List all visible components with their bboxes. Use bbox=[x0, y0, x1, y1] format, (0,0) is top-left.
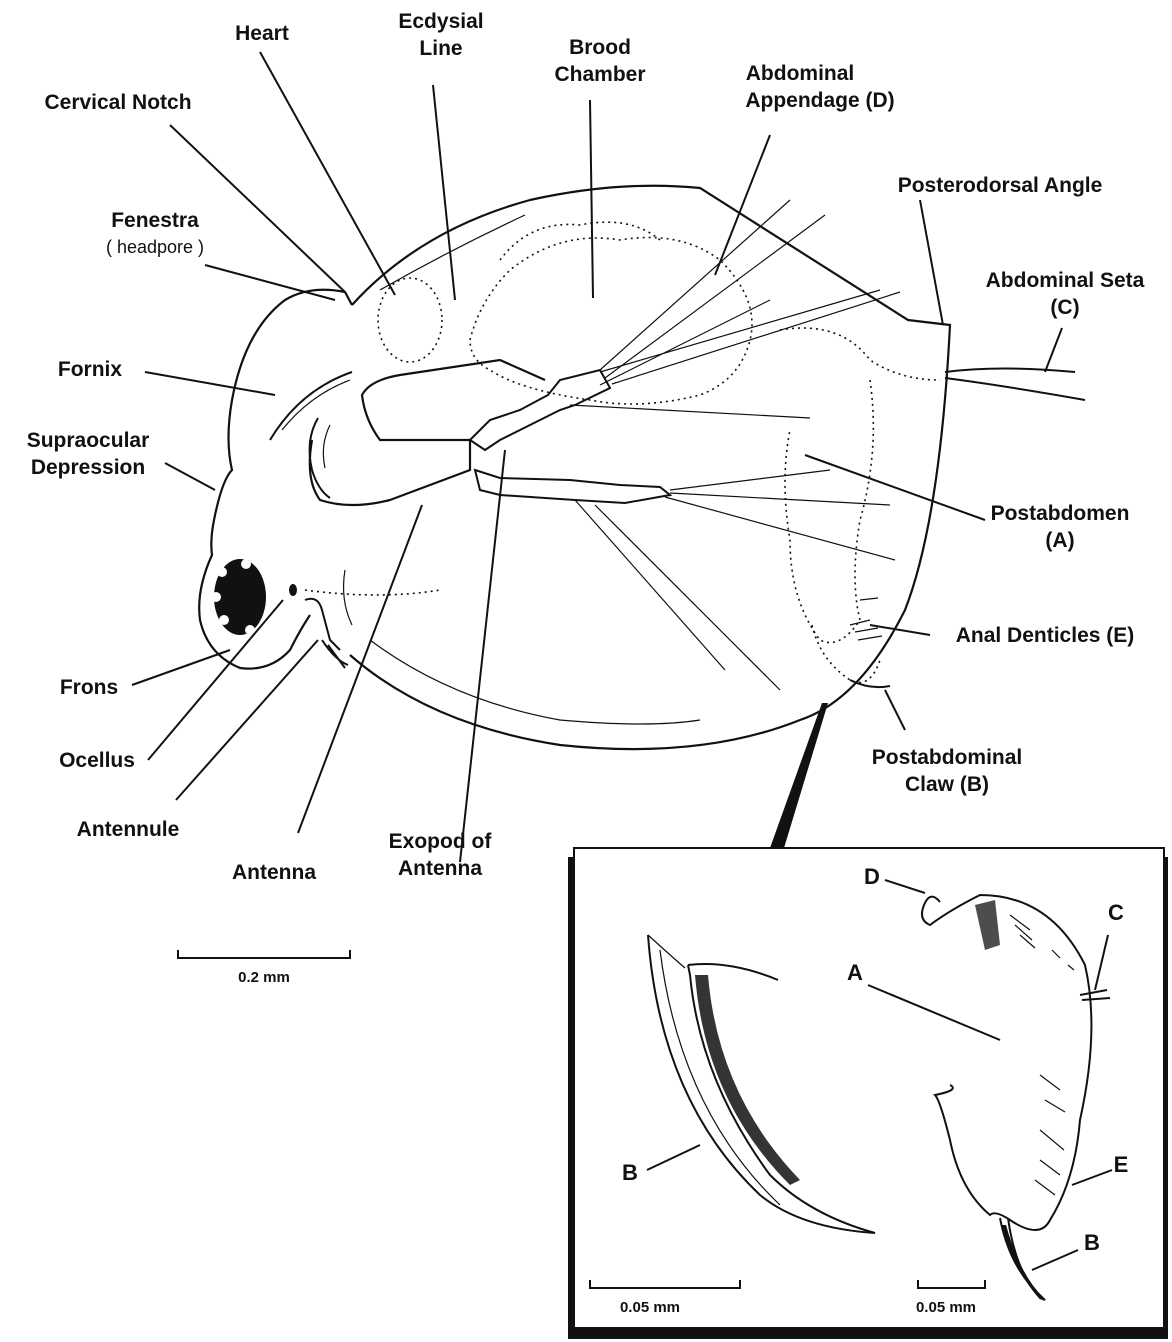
inset-pointer bbox=[770, 703, 828, 848]
label-postabdominal-claw-1: Postabdominal bbox=[872, 746, 1023, 769]
antennule-shape bbox=[305, 599, 348, 668]
label-frons: Frons bbox=[60, 676, 118, 699]
label-fenestra-2: ( headpore ) bbox=[106, 237, 204, 257]
label-exopod-2: Antenna bbox=[398, 857, 482, 880]
main-labels: Heart Ecdysial Line Brood Chamber Abdomi… bbox=[27, 10, 1145, 884]
inset-scale-label-left: 0.05 mm bbox=[620, 1299, 680, 1316]
carapace-outline bbox=[350, 186, 950, 749]
ocellus-dot bbox=[289, 584, 297, 596]
label-heart: Heart bbox=[235, 22, 289, 45]
label-postabdomen-2: (A) bbox=[1045, 529, 1074, 552]
inset-letter-b-left: B bbox=[622, 1160, 638, 1185]
heart-outline bbox=[378, 278, 442, 362]
ventral-margin bbox=[370, 640, 700, 724]
anal-denticles-shape bbox=[850, 598, 882, 640]
inset-letter-b-right: B bbox=[1084, 1230, 1100, 1255]
inset-letter-c: C bbox=[1108, 900, 1124, 925]
label-abdominal-seta-1: Abdominal Seta bbox=[986, 269, 1145, 292]
label-exopod-1: Exopod of bbox=[389, 830, 493, 853]
label-brood-chamber-1: Brood bbox=[569, 36, 631, 59]
inset-letter-a: A bbox=[847, 960, 863, 985]
label-posterodorsal-angle: Posterodorsal Angle bbox=[898, 174, 1103, 197]
label-brood-chamber-2: Chamber bbox=[554, 63, 645, 86]
label-ecdysial-line-2: Line bbox=[419, 37, 462, 60]
abdominal-setae bbox=[945, 369, 1075, 373]
label-postabdominal-claw-2: Claw (B) bbox=[905, 773, 989, 796]
label-cervical-notch: Cervical Notch bbox=[44, 91, 191, 114]
label-abdominal-seta-2: (C) bbox=[1050, 296, 1079, 319]
label-fornix: Fornix bbox=[58, 358, 122, 381]
inset-scale-label-right: 0.05 mm bbox=[916, 1299, 976, 1316]
inset-letter-d: D bbox=[864, 864, 880, 889]
inset-panel: A B B C D E 0.05 mm 0.05 mm bbox=[568, 848, 1168, 1339]
label-antennule: Antennule bbox=[77, 818, 180, 841]
label-abdominal-appendage-1: Abdominal bbox=[746, 62, 855, 85]
label-anal-denticles: Anal Denticles (E) bbox=[956, 624, 1135, 647]
label-antenna: Antenna bbox=[232, 861, 316, 884]
main-scale-bar: 0.2 mm bbox=[178, 950, 350, 986]
postabdomen-outline bbox=[780, 328, 940, 643]
label-supraocular-1: Supraocular bbox=[27, 429, 150, 452]
label-ocellus: Ocellus bbox=[59, 749, 135, 772]
inset-letter-e: E bbox=[1114, 1152, 1129, 1177]
label-abdominal-appendage-2: Appendage (D) bbox=[745, 89, 894, 112]
postabdominal-claw-shape bbox=[850, 680, 890, 687]
label-supraocular-2: Depression bbox=[31, 456, 145, 479]
daphnia-body bbox=[199, 186, 1085, 749]
label-fenestra-1: Fenestra bbox=[111, 209, 199, 232]
label-postabdomen-1: Postabdomen bbox=[991, 502, 1130, 525]
label-ecdysial-line-1: Ecdysial bbox=[398, 10, 483, 33]
main-scale-label: 0.2 mm bbox=[238, 969, 290, 986]
